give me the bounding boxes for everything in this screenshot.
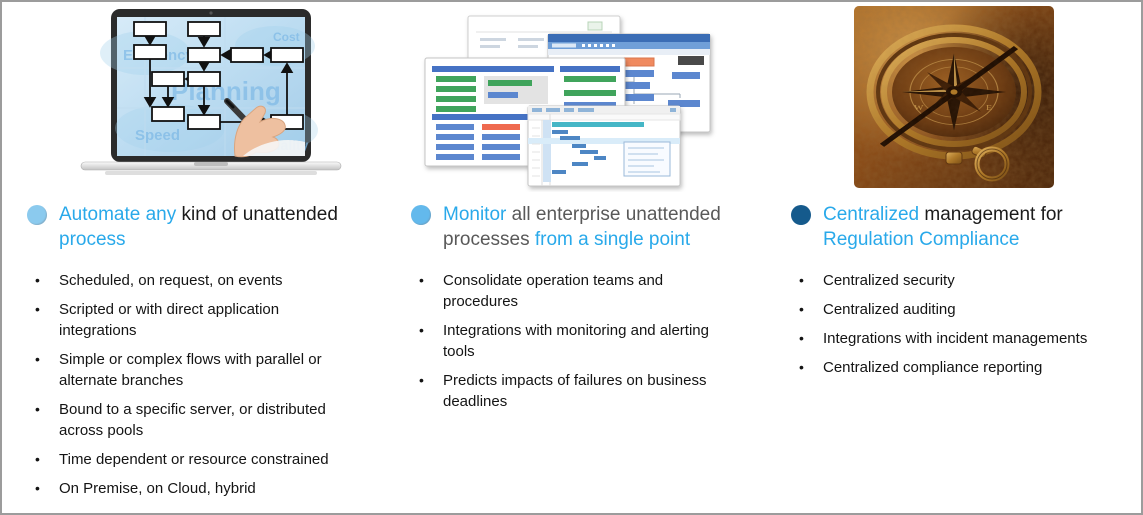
title-accent-text: Centralized (823, 204, 925, 225)
gantt-window (527, 105, 681, 187)
application-screenshots-image (420, 10, 720, 197)
screen-word-cost: Cost (273, 30, 300, 44)
column-title: Monitor all enterprise unattended proces… (443, 202, 765, 252)
title-accent-text: from a single point (534, 229, 691, 250)
bullet-item: Bound to a specific server, or distribut… (35, 399, 347, 441)
title-accent-text: Automate any (59, 204, 182, 225)
column-automate: Efficiency Cost Planning Speed Quality (24, 2, 389, 513)
bullet-item: Centralized security (799, 270, 1119, 291)
bullet-item: Centralized compliance reporting (799, 357, 1119, 378)
compass-image: W E (854, 6, 1054, 188)
title-accent-text: Monitor (443, 204, 512, 225)
hand-marker-graphic (224, 98, 305, 158)
title-gray-text: all enterprise unattended processes (443, 204, 721, 250)
laptop-flowchart-image: Efficiency Cost Planning Speed Quality (75, 8, 347, 189)
column-title: Centralized management for Regulation Co… (823, 202, 1105, 252)
bullet-list-centralized: Centralized security Centralized auditin… (799, 270, 1119, 378)
compass-image-area: W E (788, 2, 1138, 202)
bullet-item: Integrations with monitoring and alertin… (419, 320, 714, 362)
heading-monitor: Monitor all enterprise unattended proces… (411, 202, 773, 252)
bullet-item: Predicts impacts of failures on business… (419, 370, 714, 412)
bullet-item: Consolidate operation teams and procedur… (419, 270, 714, 312)
laptop-base (80, 161, 342, 175)
bullet-item: Centralized auditing (799, 299, 1119, 320)
bullet-circle-icon (27, 205, 47, 225)
heading-centralized: Centralized management for Regulation Co… (791, 202, 1138, 252)
screenshots-image-area (408, 2, 773, 202)
column-centralized: W E Centralized management for Regulatio… (788, 2, 1138, 513)
flowchart-graphic (133, 21, 304, 130)
bullet-item: Integrations with incident managements (799, 328, 1119, 349)
title-dark-text: kind of unattended (181, 204, 338, 225)
bullet-item: Simple or complex flows with parallel or… (35, 349, 347, 391)
column-title: Automate any kind of unattended process (59, 202, 371, 252)
bullet-list-automate: Scheduled, on request, on events Scripte… (35, 270, 347, 499)
laptop-image-area: Efficiency Cost Planning Speed Quality (24, 2, 389, 202)
heading-automate: Automate any kind of unattended process (27, 202, 389, 252)
bullet-list-monitor: Consolidate operation teams and procedur… (419, 270, 714, 412)
title-accent-text: process (59, 229, 126, 250)
bullet-item: Time dependent or resource constrained (35, 449, 347, 470)
screen-word-speed: Speed (135, 127, 180, 144)
bullet-item: Scheduled, on request, on events (35, 270, 347, 291)
bullet-circle-icon (411, 205, 431, 225)
status-window (424, 57, 626, 167)
bullet-item: Scripted or with direct application inte… (35, 299, 347, 341)
laptop-screen: Efficiency Cost Planning Speed Quality (100, 9, 318, 162)
title-accent-text: Regulation Compliance (823, 229, 1020, 250)
title-dark-text: management for (924, 204, 1063, 225)
column-monitor: Monitor all enterprise unattended proces… (408, 2, 773, 513)
bullet-item: On Premise, on Cloud, hybrid (35, 478, 347, 499)
bullet-circle-icon (791, 205, 811, 225)
